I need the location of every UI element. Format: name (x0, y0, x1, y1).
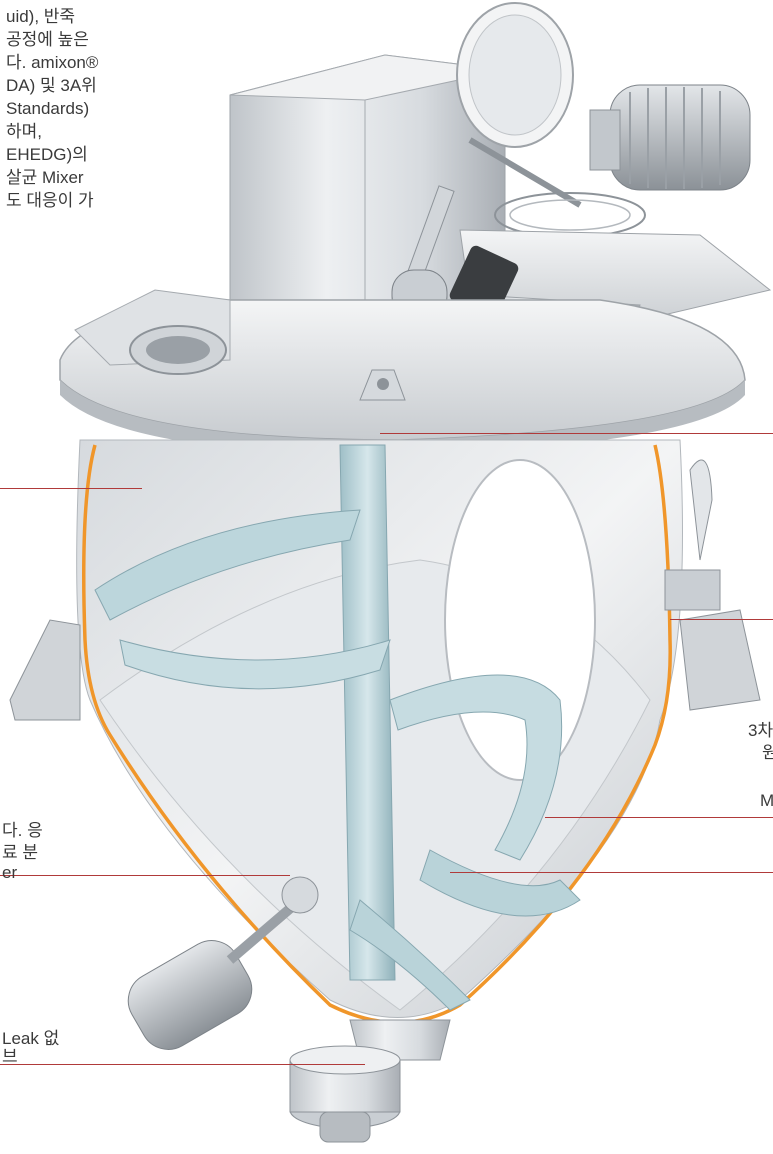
agitator (94, 444, 581, 1011)
right-label-line: 3차 (748, 721, 773, 740)
left-bottom-label-line: Leak 없 (2, 1029, 60, 1048)
chopper-motor (127, 876, 319, 1050)
intro-line: EHEDG)의 (6, 145, 88, 164)
callout-line-right-port (670, 619, 773, 620)
callout-line-top-right (380, 433, 773, 434)
left-label-line: er (2, 863, 18, 882)
callout-line-left-chopper (0, 875, 290, 876)
intro-line: 공정에 높은 (6, 30, 89, 49)
intro-line: 살균 Mixer (6, 168, 84, 187)
intro-line: 하며, (6, 122, 43, 141)
callout-line-right-lower (450, 872, 773, 873)
drive-housing (229, 54, 506, 331)
top-plate (59, 289, 746, 455)
top-motor (589, 84, 751, 191)
callout-line-bottom-valve (0, 1064, 365, 1065)
intro-line: 다. amixon® (6, 53, 99, 72)
right-label-m: M (760, 791, 773, 810)
intro-line: 도 대응이 가 (6, 191, 94, 210)
intro-line: DA) 및 3A위 (6, 76, 97, 95)
left-bottom-label-line: 브 (2, 1047, 18, 1066)
intro-line: Standards) (6, 99, 90, 118)
callout-line-left-nozzle (0, 488, 142, 489)
right-label-line: 원 (762, 743, 773, 762)
intro-line: uid), 반죽 (6, 7, 76, 26)
left-label-line: 다. 응 (2, 821, 43, 840)
left-label-line: 료 분 (2, 843, 39, 862)
discharge-valve (289, 1019, 451, 1143)
callout-line-right-agitator (545, 817, 773, 818)
inspection-lid (456, 2, 582, 208)
